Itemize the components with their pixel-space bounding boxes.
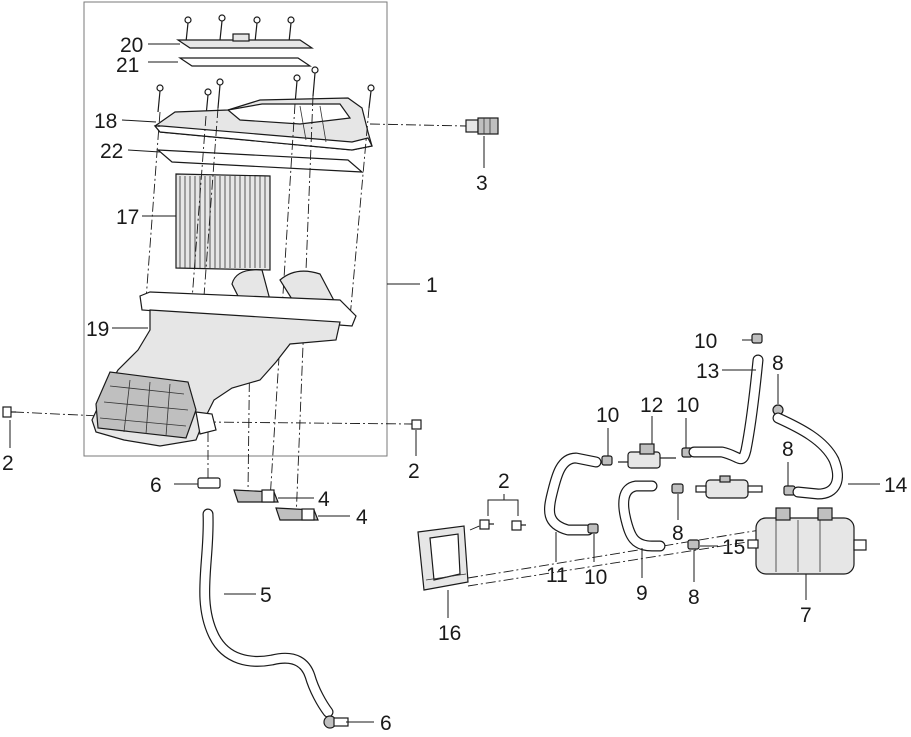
callout-9: 9 bbox=[636, 582, 648, 605]
callout-10-top: 10 bbox=[694, 330, 717, 353]
part-10-clamp-top bbox=[751, 333, 763, 344]
callout-13: 13 bbox=[696, 360, 719, 383]
callout-10-a: 10 bbox=[596, 404, 619, 427]
part-12-solenoid-valve bbox=[618, 443, 676, 469]
callout-3: 3 bbox=[476, 172, 488, 195]
callout-labels: 20 21 18 22 17 1 19 3 2 2 2 6 4 4 5 6 10… bbox=[2, 34, 908, 735]
callout-8-top: 8 bbox=[772, 352, 784, 375]
part-21-gasket bbox=[178, 57, 312, 67]
callout-18: 18 bbox=[94, 110, 117, 133]
part-11-hose bbox=[544, 452, 602, 536]
part-8-clip-mid bbox=[671, 483, 684, 494]
leader-lines bbox=[9, 43, 880, 723]
callout-5: 5 bbox=[260, 584, 272, 607]
callout-2-left: 2 bbox=[2, 452, 14, 475]
part-13-hose bbox=[688, 354, 764, 465]
part-16-bracket bbox=[417, 525, 469, 591]
part-2-screw-mid bbox=[411, 419, 422, 430]
part-22-gasket bbox=[156, 149, 364, 173]
callout-7: 7 bbox=[800, 604, 812, 627]
callout-1: 1 bbox=[426, 274, 438, 297]
part-5-drain-hose bbox=[199, 508, 334, 718]
part-20-cover-plate bbox=[176, 33, 314, 49]
callout-21: 21 bbox=[116, 54, 139, 77]
assembly-group-box bbox=[83, 1, 388, 457]
callout-8-mid: 8 bbox=[782, 438, 794, 461]
callout-4-a: 4 bbox=[318, 488, 330, 511]
callout-15: 15 bbox=[722, 536, 745, 559]
part-7-charcoal-canister bbox=[747, 507, 867, 575]
part-2-bracket-screws bbox=[479, 519, 526, 531]
part-8-clip-bottom bbox=[687, 539, 700, 550]
part-14-hose bbox=[772, 412, 843, 500]
part-18-airbox-lid bbox=[153, 97, 373, 151]
part-6-clamp-top bbox=[197, 477, 221, 489]
callout-8-bottom: 8 bbox=[688, 586, 700, 609]
callout-10-b: 10 bbox=[676, 394, 699, 417]
callout-16: 16 bbox=[438, 622, 461, 645]
callout-10-low: 10 bbox=[584, 566, 607, 589]
part-2-screw-left bbox=[2, 406, 16, 418]
part-10-clamp-a bbox=[601, 455, 613, 466]
callout-12: 12 bbox=[640, 394, 663, 417]
callout-2-mid: 2 bbox=[408, 460, 420, 483]
callout-20: 20 bbox=[120, 34, 143, 57]
callout-6-top: 6 bbox=[150, 474, 162, 497]
part-17-filter-element bbox=[175, 173, 271, 271]
callout-6-bottom: 6 bbox=[380, 712, 392, 735]
part-6-clamp-bottom bbox=[323, 715, 349, 729]
top-screw-row bbox=[184, 14, 295, 43]
lid-screws bbox=[156, 66, 375, 117]
part-4-clip-b bbox=[275, 507, 319, 521]
callout-8-low: 8 bbox=[672, 522, 684, 545]
callout-11: 11 bbox=[546, 564, 568, 587]
callout-22: 22 bbox=[100, 140, 123, 163]
part-15-inline-filter bbox=[695, 475, 763, 499]
part-19-airbox-body bbox=[91, 269, 357, 447]
callout-2-bracket: 2 bbox=[498, 470, 510, 493]
part-10-clamp-low bbox=[587, 523, 599, 534]
callout-4-b: 4 bbox=[356, 506, 368, 529]
callout-14: 14 bbox=[884, 474, 908, 497]
part-3-sensor bbox=[465, 117, 499, 135]
part-9-hose bbox=[618, 480, 666, 552]
callout-19: 19 bbox=[86, 318, 109, 341]
part-4-clip-a bbox=[233, 489, 279, 503]
callout-17: 17 bbox=[116, 206, 139, 229]
